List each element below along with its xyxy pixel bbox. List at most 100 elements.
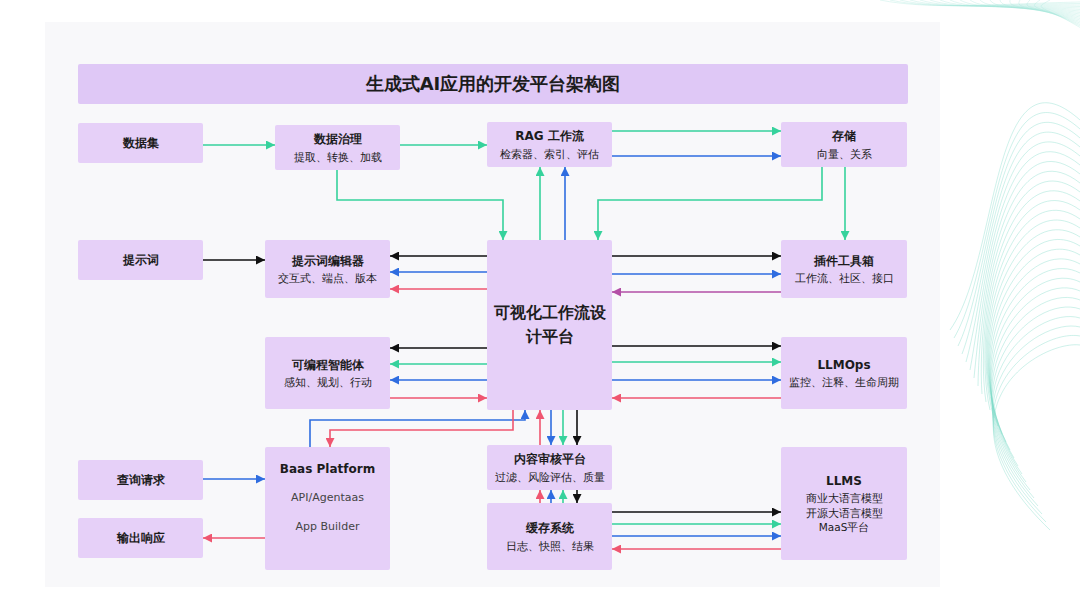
box-detail: 日志、快照、结果	[506, 539, 594, 553]
box-heading: Baas Platform	[280, 461, 375, 477]
connector	[844, 167, 846, 240]
connector	[612, 345, 781, 347]
box-heading: 存储	[832, 128, 856, 144]
connector	[539, 410, 541, 445]
box-detail: MaaS平台	[819, 520, 870, 534]
connector	[612, 361, 781, 363]
connector	[390, 255, 487, 257]
connector	[203, 144, 275, 146]
box-heading: 提示词	[123, 252, 159, 268]
box-detail: 工作流、社区、接口	[795, 271, 894, 285]
connector	[576, 410, 578, 445]
connector	[612, 291, 781, 293]
connector	[390, 363, 487, 365]
wave-line	[989, 249, 1080, 450]
connector	[310, 410, 525, 447]
connector	[400, 144, 487, 146]
connector	[612, 379, 781, 381]
wave-line	[991, 288, 1080, 482]
box-detail: 提取、转换、加载	[294, 150, 382, 164]
process-box: 缓存系统日志、快照、结果	[487, 503, 612, 570]
connector	[562, 410, 564, 445]
title-text: 生成式AI应用的开发平台架构图	[366, 72, 621, 96]
wave-line	[1027, 0, 1080, 25]
wave-line	[1041, 0, 1080, 28]
box-detail: 交互式、端点、版本	[278, 271, 377, 285]
box-heading: 内容审核平台	[514, 451, 586, 467]
process-box: 输出响应	[78, 518, 203, 558]
box-heading: 可编程智能体	[292, 357, 364, 373]
connector	[539, 167, 541, 240]
connector	[203, 537, 265, 539]
wave-line	[950, 103, 1080, 330]
connector	[612, 511, 781, 513]
connector	[612, 273, 781, 275]
wave-line	[985, 201, 1080, 410]
connector	[612, 397, 781, 399]
wave-line	[962, 132, 1080, 354]
wave-line	[974, 161, 1080, 378]
box-detail: 向量、关系	[817, 147, 872, 161]
process-box: 数据治理提取、转换、加载	[275, 125, 400, 170]
connector	[612, 548, 781, 550]
process-box: 可视化工作流设计平台	[487, 240, 612, 410]
box-heading: 数据集	[123, 135, 159, 151]
process-box: Baas PlatformAPI/AgentaasApp Builder	[265, 447, 390, 570]
box-heading: 输出响应	[117, 530, 165, 546]
connector	[562, 490, 564, 503]
box-detail: 过滤、风险评估、质量	[495, 470, 605, 484]
connector	[539, 490, 541, 503]
wave-line	[880, 0, 1080, 6]
wave-line	[989, 239, 1080, 442]
process-box: LLMS 商业大语言模型开源大语言模型MaaS平台	[781, 447, 907, 560]
box-heading: 数据治理	[314, 131, 362, 147]
title-band: 生成式AI应用的开发平台架构图	[78, 64, 908, 104]
process-box: 提示词编辑器交互式、端点、版本	[265, 240, 390, 298]
connector	[203, 478, 265, 480]
connector	[390, 397, 487, 399]
connector	[612, 523, 781, 525]
process-box: 提示词	[78, 240, 203, 280]
wave-line	[1034, 0, 1080, 26]
box-heading: 插件工具箱	[814, 253, 874, 269]
box-heading: LLMOps	[817, 357, 870, 373]
process-box: 可编程智能体感知、规划、行动	[265, 337, 390, 409]
connector	[598, 167, 822, 240]
box-heading: LLMS	[826, 473, 862, 489]
connector	[390, 271, 487, 273]
box-detail: 感知、规划、行动	[284, 375, 372, 389]
connector	[612, 155, 781, 157]
wave-line	[993, 345, 1080, 530]
process-box: 查询请求	[78, 460, 203, 500]
connector	[612, 535, 781, 537]
connector	[612, 130, 781, 132]
wave-line	[978, 171, 1080, 386]
box-detail: API/Agentaas	[291, 491, 364, 506]
connector	[612, 255, 781, 257]
box-heading: 可视化工作流设计平台	[493, 301, 606, 349]
box-detail: 开源大语言模型	[806, 506, 883, 520]
process-box: 存储向量、关系	[781, 122, 907, 167]
connector	[564, 167, 566, 240]
process-box: LLMOps 监控、注释、生命周期	[781, 337, 907, 409]
wave-line	[958, 122, 1080, 346]
connector	[203, 259, 265, 261]
wave-line	[950, 0, 1080, 13]
connector	[390, 379, 487, 381]
wave-line	[983, 191, 1080, 402]
connector	[390, 288, 487, 290]
wave-line	[993, 335, 1080, 522]
connector	[330, 410, 513, 447]
box-detail: 监控、注释、生命周期	[789, 375, 899, 389]
connector	[337, 170, 503, 240]
wave-line	[992, 317, 1080, 506]
box-detail: App Builder	[296, 520, 360, 535]
connector	[550, 410, 552, 445]
box-detail: 检索器、索引、评估	[500, 147, 599, 161]
wave-line	[988, 230, 1080, 434]
box-heading: RAG 工作流	[515, 128, 584, 144]
box-detail: 商业大语言模型	[806, 491, 883, 505]
connector	[390, 347, 487, 349]
process-box: RAG 工作流检索器、索引、评估	[487, 122, 612, 167]
box-heading: 缓存系统	[526, 520, 574, 536]
